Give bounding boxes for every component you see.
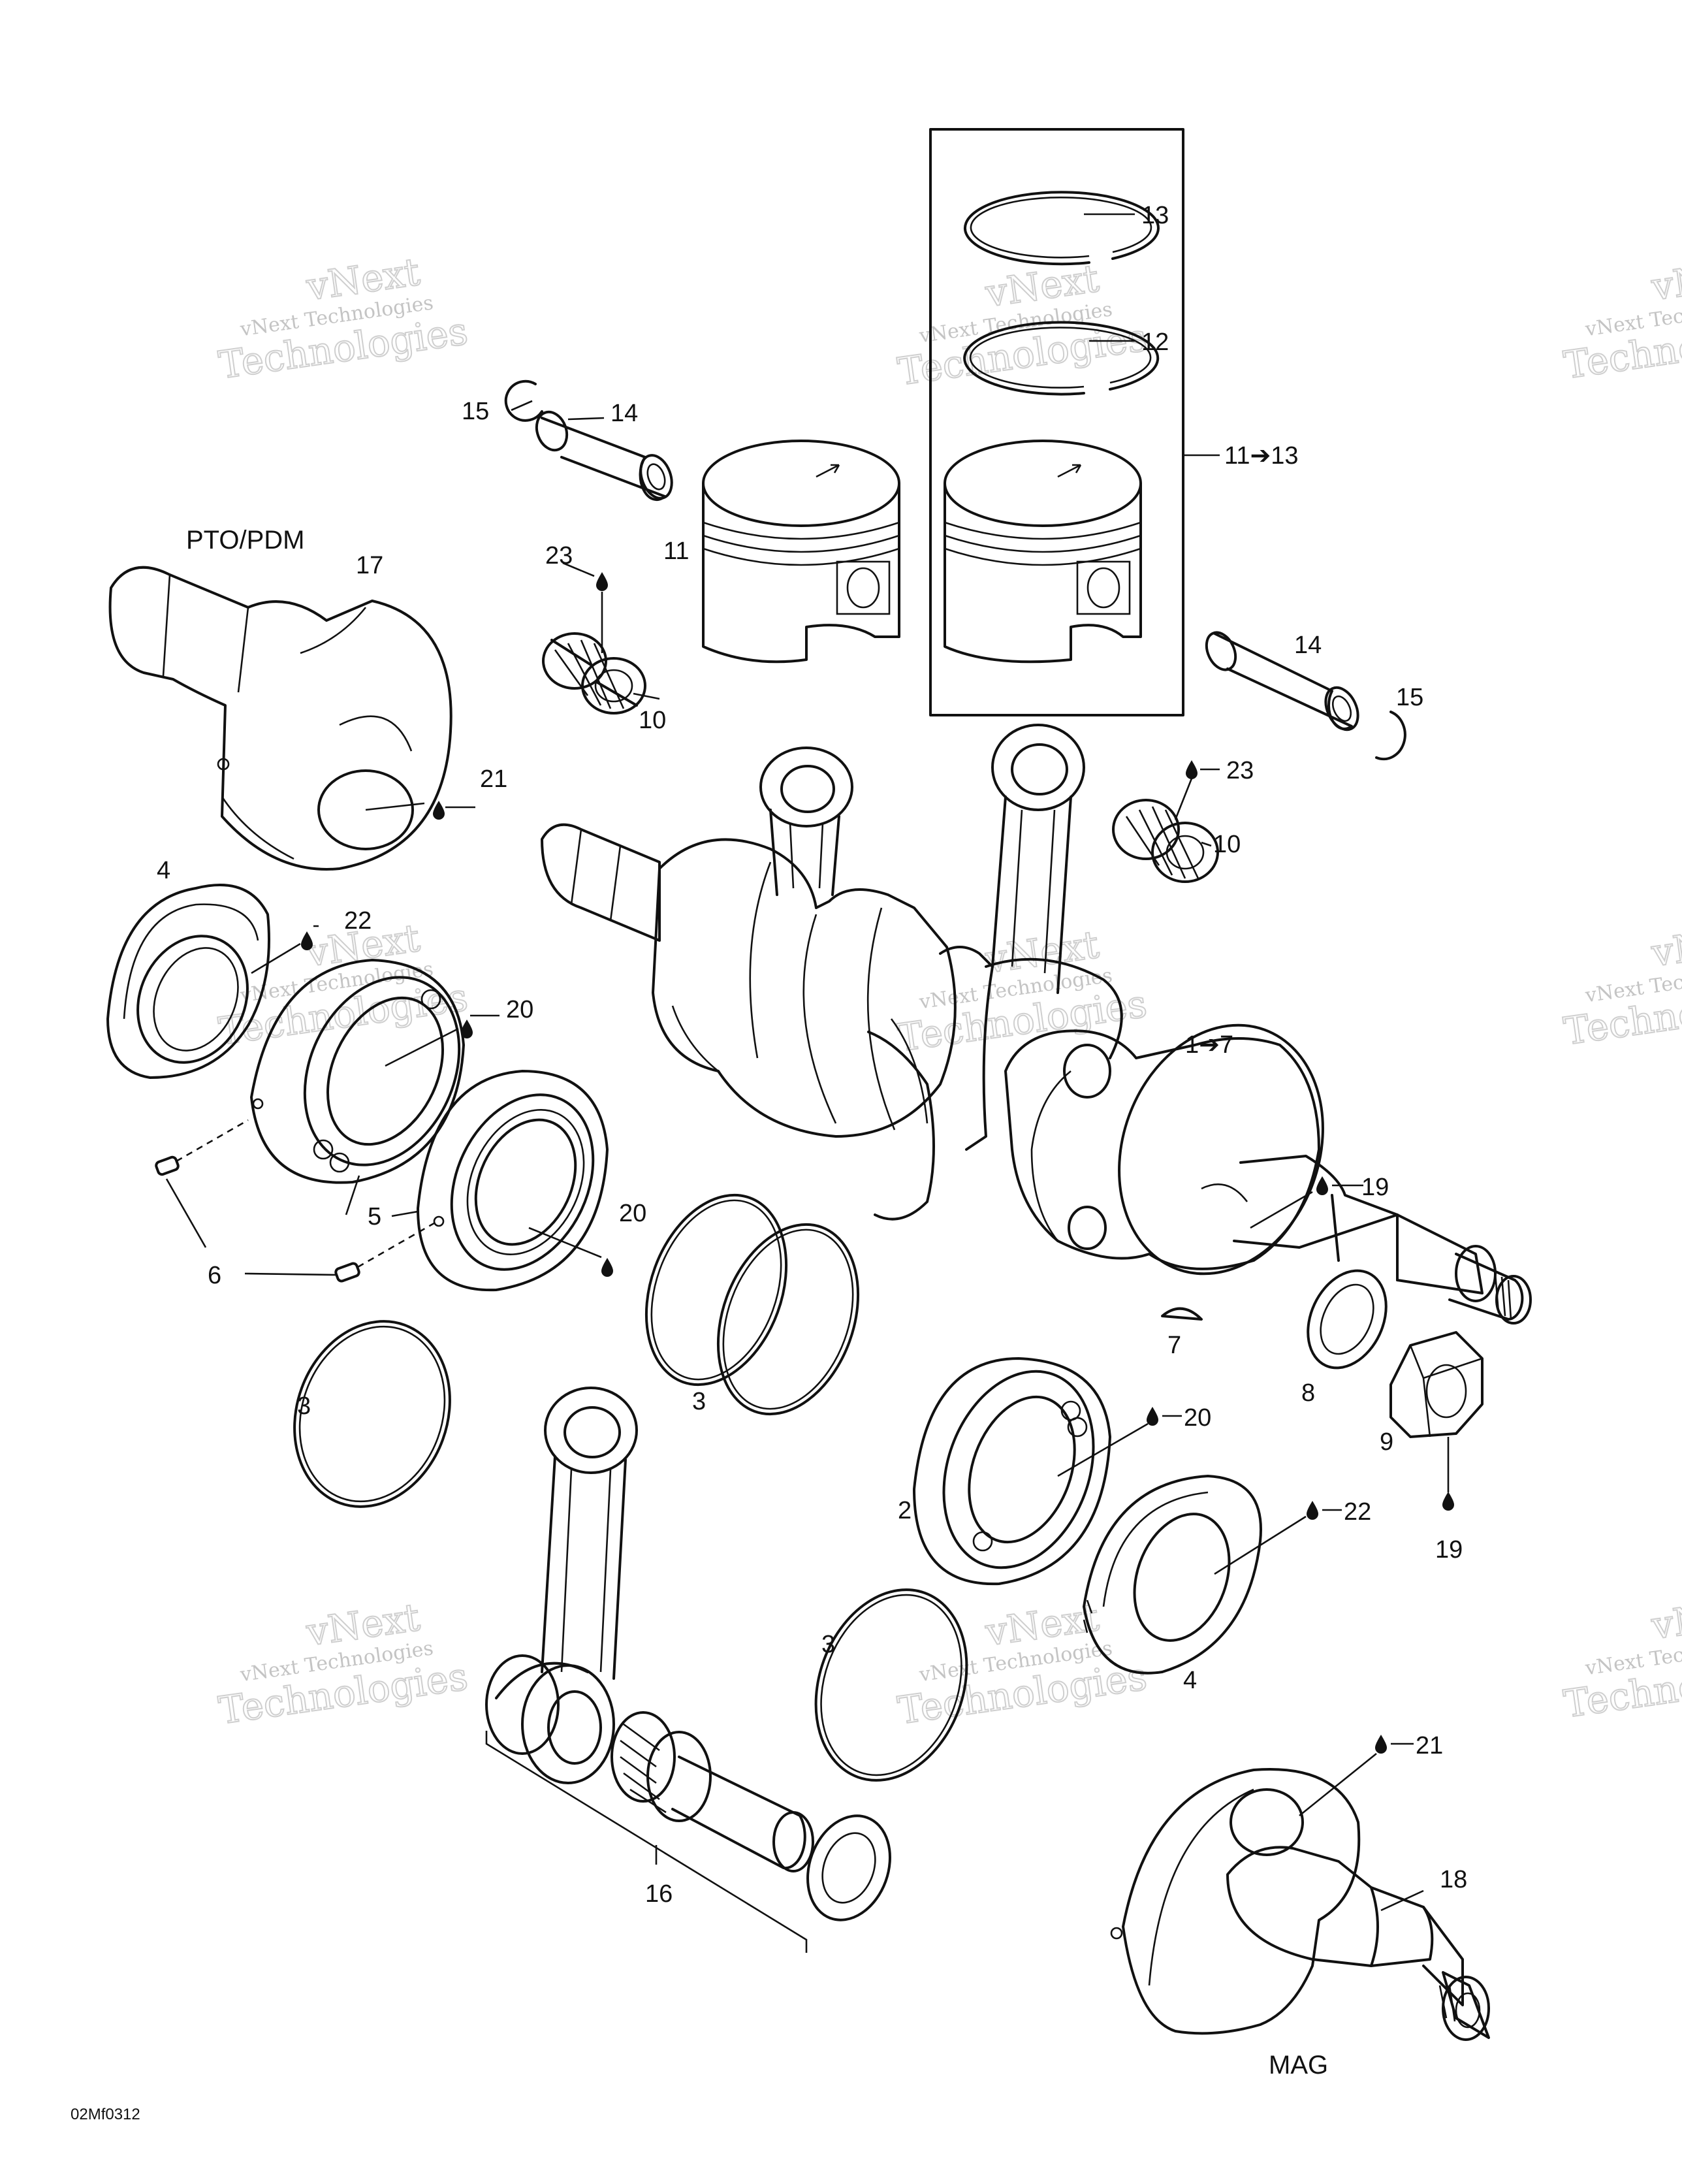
callout-11: 11 [663,538,689,565]
callout-6: 6 [208,1262,221,1289]
nut-9 [1389,1331,1484,1438]
callout-20-left: 20 [506,996,533,1023]
ball-bearing-20-left [417,1070,609,1292]
callout-2: 2 [898,1497,912,1524]
callout-1-7: 1➔7 [1185,1031,1233,1059]
woodruff-key-7 [1161,1307,1203,1321]
callout-labels: 13 12 11➔13 15 14 23 11 10 PTO/PDM 17 14… [71,202,1467,2123]
callout-14-top: 14 [611,400,638,427]
ring-3-center-b [716,1223,860,1416]
callout-7: 7 [1167,1332,1181,1359]
oil-seal-4-right [1083,1475,1262,1675]
connecting-rod-upper-left [759,747,853,896]
callout-17: 17 [356,552,383,579]
oil-drop-icon [1316,1176,1328,1195]
circlip-15-right [1375,711,1406,761]
needle-bearing-10-top [542,632,646,715]
callout-23-right: 23 [1226,757,1254,784]
connecting-rod-upper-right [991,724,1085,994]
piston-kit [944,440,1142,664]
callout-15-right: 15 [1396,684,1423,711]
oil-drop-icon [601,1258,613,1277]
callout-4-right: 4 [1183,1667,1197,1694]
dowel-pin-6-lower [334,1262,360,1283]
crankshaft-assembly [541,823,1532,1325]
ball-bearing-2 [913,1357,1111,1586]
callout-11-13: 11➔13 [1224,442,1299,470]
callout-21-pto: 21 [480,765,507,793]
callout-4-left: 4 [157,857,170,884]
oil-drop-icon [1442,1492,1454,1511]
needle-bearing-10-right [1112,799,1219,883]
wrist-pin-14-top [535,410,673,502]
pto-label: PTO/PDM [186,526,305,554]
watermark: vNext vNext Technologies Technologies [895,255,1150,394]
oil-drop-icon [1375,1735,1387,1754]
oil-drop-icon [433,801,445,820]
oil-drop-icon [461,1020,473,1038]
piston-kit-box [929,128,1184,716]
ring-3-center-a [644,1193,788,1387]
piston-ring-12 [963,321,1160,396]
ring-3-left [293,1320,451,1508]
oil-drop-icon [1186,760,1198,779]
oil-drop-icon [596,572,608,591]
callout-5: 5 [368,1203,381,1230]
callout-19-shaft: 19 [1361,1174,1389,1201]
callout-20-mid: 20 [619,1200,646,1227]
wrist-pin-14-right [1205,631,1359,731]
lubricant-markers [301,572,1454,1754]
callout-12: 12 [1141,329,1169,356]
watermark: vNext vNext Technologies Technologies [215,1594,471,1733]
figure-code: 02Mf0312 [71,2106,140,2123]
callout-23-top: 23 [545,542,573,570]
svg-text:vNext: vNext [1648,1588,1682,1648]
callout-16: 16 [645,1880,673,1908]
watermark: vNext vNext Technologies Technologies [215,249,471,388]
callout-22-right: 22 [1344,1498,1371,1526]
oil-drop-icon [1147,1407,1158,1426]
svg-text:vNext: vNext [1648,249,1682,310]
circlip-15-top [504,379,543,422]
watermark: vNext vNext Technologies Technologies [1561,1588,1682,1727]
dowel-pin-6-upper [155,1155,180,1176]
watermark: vNext vNext Technologies Technologies [1561,915,1682,1054]
crank-half-18-mag [1110,1768,1490,2041]
crank-half-17-pto [108,566,452,871]
piston-ring-13 [963,191,1160,266]
callout-15-top: 15 [462,398,489,425]
callout-9: 9 [1380,1428,1393,1456]
callout-3-left: 3 [297,1392,311,1420]
ring-3-lower [814,1588,968,1782]
oil-seal-4-left [106,884,270,1079]
callout-18: 18 [1440,1866,1467,1893]
mag-label: MAG [1269,2051,1328,2080]
oil-drop-icon [1307,1501,1318,1520]
callout-19-nut: 19 [1435,1536,1463,1564]
callout-21-mag: 21 [1416,1732,1443,1759]
callout-13: 13 [1141,202,1169,229]
callout-3-center: 3 [692,1388,706,1415]
callout-3-lower: 3 [821,1631,835,1658]
svg-text:vNext: vNext [1648,916,1682,976]
callout-10-top: 10 [639,707,666,734]
callout-22-left: 22 [344,907,372,935]
piston-11 [702,440,900,664]
watermark: vNext vNext Technologies Technologies [1561,249,1682,388]
leader-lines [165,213,1450,1912]
connecting-rod-kit-16 [485,1387,891,1953]
callout-14-right: 14 [1294,632,1322,659]
lock-washer-8 [1307,1269,1388,1370]
ball-bearing-5 [250,959,465,1184]
callout-20-right: 20 [1184,1404,1211,1432]
callout-8: 8 [1301,1379,1315,1407]
callout-10-right: 10 [1213,831,1241,858]
